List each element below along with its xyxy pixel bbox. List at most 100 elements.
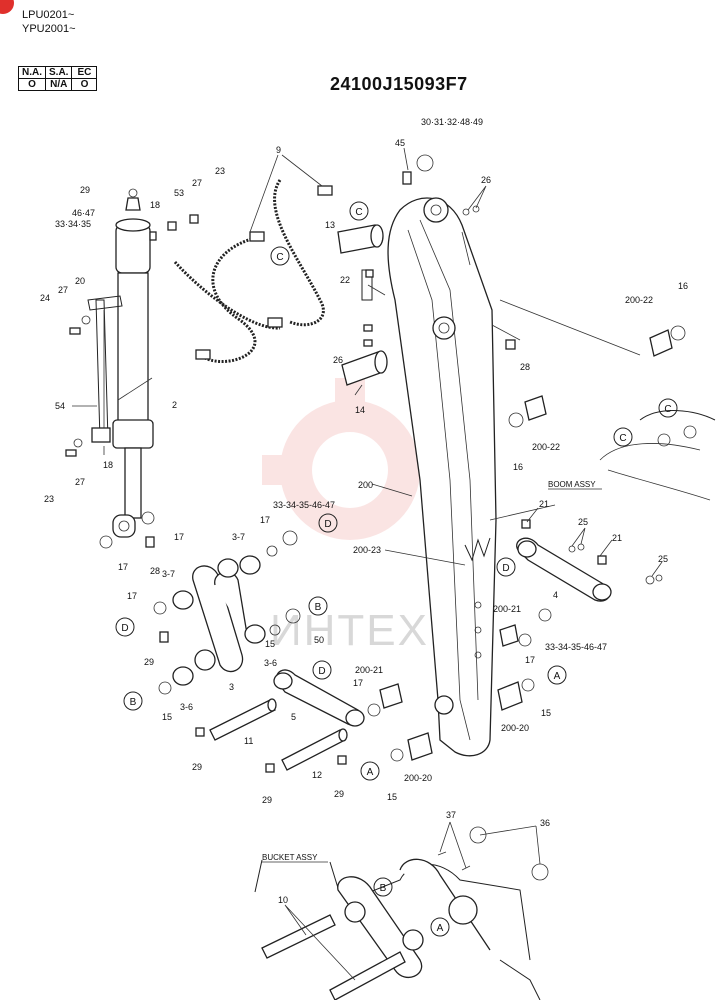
part-label: 200-23 [353, 545, 381, 555]
callout-a: A [367, 767, 374, 778]
part-label: 17 [260, 515, 270, 525]
part-label: 5 [291, 712, 296, 722]
applicability-value-row: O N/A O [18, 78, 98, 91]
part-label: 15 [265, 639, 275, 649]
part-label: 27 [192, 178, 202, 188]
applicability-value: O [71, 78, 98, 91]
part-label: 26 [481, 175, 491, 185]
part-label: 33-34-35-46-47 [545, 642, 607, 652]
callout-b: B [315, 602, 322, 613]
part-label: 29 [334, 789, 344, 799]
bushing-drawing [367, 325, 686, 762]
part-label: 11 [244, 736, 253, 746]
part-number-title: 24100J15093F7 [330, 74, 468, 94]
part-label: 3 [229, 682, 234, 692]
part-label: 17 [353, 678, 363, 688]
part-label: 18 [150, 200, 160, 210]
part-label: 36 [540, 818, 550, 828]
part-label: 54 [55, 401, 65, 411]
part-label: 15 [541, 708, 551, 718]
part-label: 29 [144, 657, 154, 667]
part-label: 37 [446, 810, 456, 820]
part-label: 16 [513, 462, 523, 472]
part-label: 3-7 [162, 569, 175, 579]
part-label: 12 [312, 770, 322, 780]
part-label: 17 [174, 532, 184, 542]
callout-letters: C C C C D D D D B B B A A A [115, 201, 678, 937]
part-label: 200-22 [625, 295, 653, 305]
applicability-value: N/A [44, 78, 73, 91]
boom-assy-hint [489, 299, 716, 521]
pin-drawing [337, 224, 388, 386]
callout-a: A [554, 671, 561, 682]
part-label: 28 [150, 566, 160, 576]
part-label: 26 [333, 355, 343, 365]
part-label: 2 [172, 400, 177, 410]
link-5-drawing [273, 669, 365, 727]
part-label: 20 [75, 276, 85, 286]
part-label: 200 [358, 480, 373, 490]
part-label: 25 [658, 554, 668, 564]
callout-b: B [130, 697, 137, 708]
part-label: 200-20 [501, 723, 529, 733]
part-label: 200-21 [355, 665, 383, 675]
part-label: 21 [539, 499, 549, 509]
part-label: 13 [325, 220, 335, 230]
part-label: 15 [387, 792, 397, 802]
pin-11-12-drawing [195, 698, 348, 773]
part-label: 17 [525, 655, 535, 665]
part-label: 16 [678, 281, 688, 291]
part-label: 29 [262, 795, 272, 805]
cylinder-drawing [112, 188, 154, 538]
watermark-text: ИНТЕХ [270, 606, 429, 655]
callout-c: C [619, 433, 626, 444]
part-label: 33·34·35 [55, 219, 91, 229]
part-label: 27 [58, 285, 68, 295]
hose-drawing [173, 179, 333, 363]
part-label: 3-6 [264, 658, 277, 668]
boom-assembly-drawing [387, 197, 497, 757]
callout-c: C [276, 252, 283, 263]
part-label: 3-7 [232, 532, 245, 542]
callout-d: D [324, 519, 331, 530]
part-label: 27 [75, 477, 85, 487]
serial-line: YPU2001~ [22, 23, 76, 35]
part-label: 4 [553, 590, 558, 600]
leader-lines [72, 147, 663, 981]
callout-a: A [437, 923, 444, 934]
boom-assy-caption: BOOM ASSY [548, 480, 596, 489]
corner-marker [0, 0, 14, 14]
part-label: 15 [162, 712, 172, 722]
callout-c: C [355, 207, 362, 218]
part-label: 24 [40, 293, 50, 303]
part-label: 29 [80, 185, 90, 195]
part-label: 17 [118, 562, 128, 572]
part-label: 18 [103, 460, 113, 470]
part-label: 23 [44, 494, 54, 504]
part-label: 28 [520, 362, 530, 372]
part-label: 10 [278, 895, 288, 905]
part-label: 53 [174, 188, 184, 198]
serial-line: LPU0201~ [22, 9, 75, 21]
part-label: 46·47 [72, 208, 95, 218]
link-3-drawing [99, 511, 301, 695]
watermark-logo [262, 378, 420, 540]
callout-d: D [502, 563, 509, 574]
link-4-drawing [516, 537, 655, 622]
bucket-assembly-drawing [254, 826, 549, 1000]
part-label: 50 [314, 635, 324, 645]
part-label: 33-34-35-46-47 [273, 500, 335, 510]
bracket-drawing [87, 295, 123, 443]
callout-d: D [121, 623, 128, 634]
part-label: 200-20 [404, 773, 432, 783]
part-label: 14 [355, 405, 365, 415]
part-label: 200-22 [532, 442, 560, 452]
serial-range: LPU0201~ YPU2001~ [22, 8, 76, 36]
hardware-drawing [65, 154, 663, 643]
part-label: 21 [612, 533, 622, 543]
bucket-assy-caption: BUCKET ASSY [262, 853, 318, 862]
part-label: 23 [215, 166, 225, 176]
part-label: 22 [340, 275, 350, 285]
part-label: 200-21 [493, 604, 521, 614]
